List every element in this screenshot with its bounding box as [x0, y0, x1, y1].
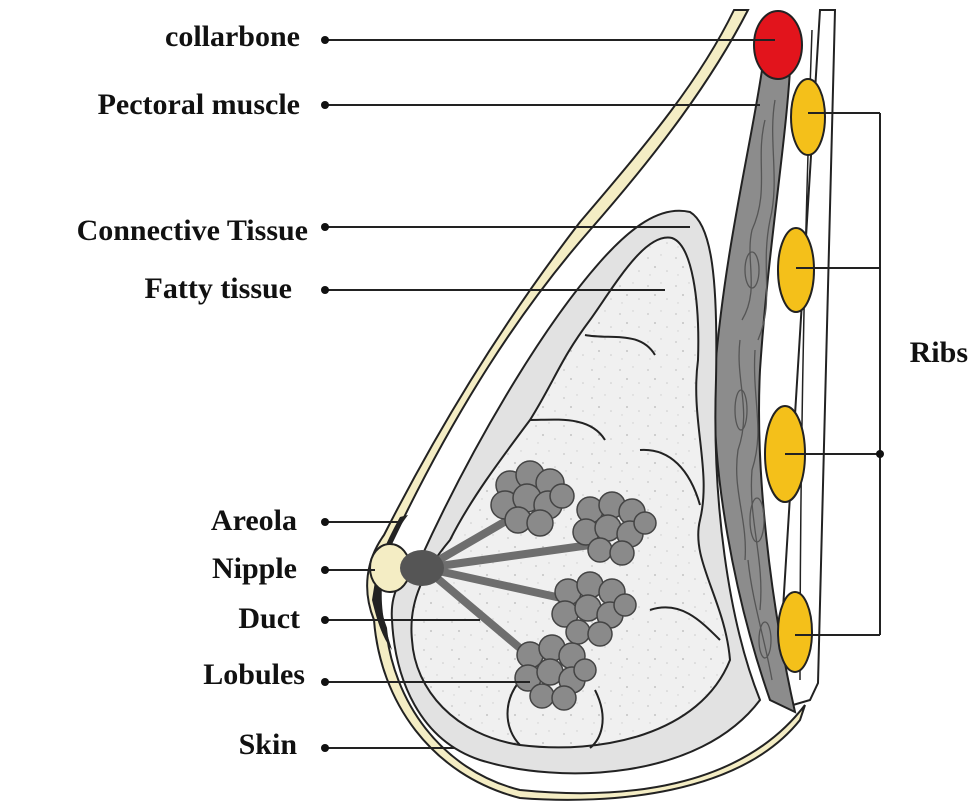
label-areola: Areola: [211, 504, 297, 537]
rib: [791, 79, 825, 155]
duct-sinus: [400, 550, 444, 586]
label-fatty-tissue: Fatty tissue: [145, 272, 292, 305]
label-collarbone: collarbone: [165, 20, 300, 53]
label-duct: Duct: [238, 602, 300, 635]
label-lobules: Lobules: [203, 658, 305, 691]
rib: [778, 592, 812, 672]
ribs-bracket-dot: [876, 450, 884, 458]
label-connective-tissue: Connective Tissue: [77, 214, 308, 247]
leader-dots: [321, 36, 329, 752]
label-pectoral-muscle: Pectoral muscle: [98, 88, 300, 121]
label-ribs: Ribs: [910, 336, 968, 369]
collarbone-bone: [754, 11, 802, 79]
rib: [778, 228, 814, 312]
label-skin: Skin: [239, 728, 298, 761]
label-nipple: Nipple: [212, 552, 297, 585]
